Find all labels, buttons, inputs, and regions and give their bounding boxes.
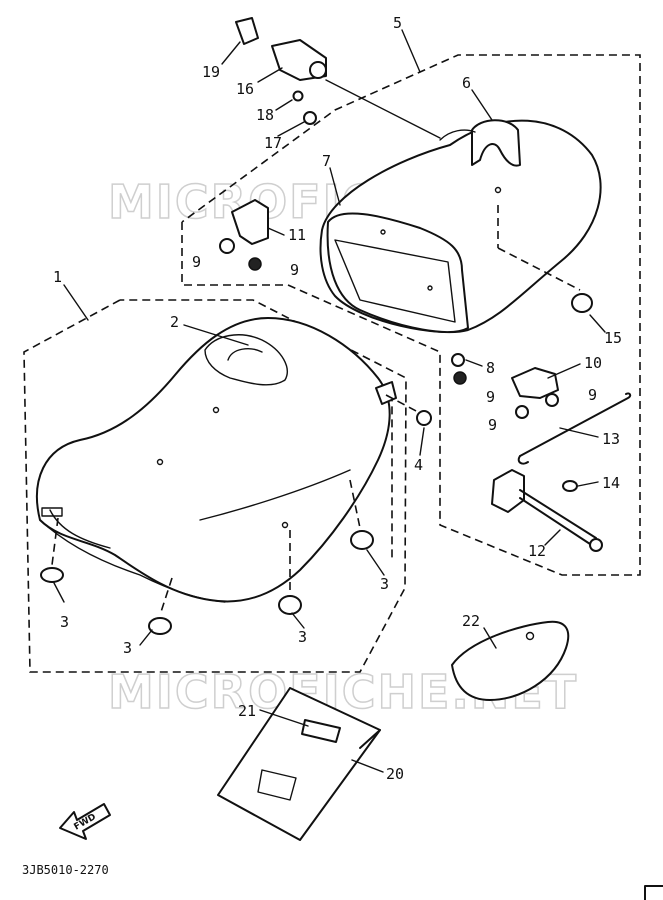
callout-20: 20 [386,765,404,783]
callout-9b: 9 [290,261,299,279]
callout-18: 18 [256,106,274,124]
seat-part-1 [35,317,391,603]
leader-lines [53,29,606,773]
callout-21: 21 [238,702,256,720]
callout-19: 19 [202,63,220,81]
damper-part-3 [40,530,374,635]
callout-10: 10 [584,354,602,372]
seat-hump [204,334,288,386]
seat-hump-inner [227,348,263,361]
damper-guides [51,479,361,616]
callout-14: 14 [602,474,620,492]
lock-cylinder-part-16 [271,39,327,81]
fwd-arrow-icon: FWD [59,803,111,840]
bag-part-22 [451,620,570,701]
callout-16: 16 [236,80,254,98]
seat-stitch [199,469,351,521]
callout-2: 2 [170,313,179,331]
callout-9c: 9 [486,388,495,406]
group-5-boundary [181,54,641,576]
callout-1: 1 [53,268,62,286]
handle-part-6 [471,119,521,167]
callout-9d: 9 [588,386,597,404]
callout-3d: 3 [380,575,389,593]
washer-part-14 [562,480,578,492]
seat-bottom-edge [39,519,226,603]
bolt-part-4 [385,394,432,426]
callout-9a: 9 [192,253,201,271]
washer-part-18 [292,90,304,102]
callout-12: 12 [528,542,546,560]
manual-part-20 [217,687,381,841]
group-1-inner-line [289,339,393,560]
callout-3c: 3 [298,628,307,646]
lock-part-12 [491,469,603,552]
corner-mark [644,885,663,900]
damper-part-15 [571,293,593,313]
seat-side-rib [49,509,111,549]
callout-22: 22 [462,612,480,630]
callout-7: 7 [322,152,331,170]
cap-part-19 [235,17,259,45]
callouts: 1 2 3 3 3 3 4 5 6 7 8 9 9 9 9 9 10 11 12… [53,14,622,783]
callout-4: 4 [414,456,423,474]
callout-13: 13 [602,430,620,448]
callout-6: 6 [462,74,471,92]
callout-5: 5 [393,14,402,32]
label-part-21 [301,719,341,743]
callout-3a: 3 [60,613,69,631]
bracket-part-10 [511,367,559,399]
callout-17: 17 [264,134,282,152]
seat-cover-inner [334,239,456,323]
diagram-code: 3JB5010-2270 [22,863,109,877]
bracket-part-11 [231,199,269,245]
callout-11: 11 [288,226,306,244]
callout-9e: 9 [488,416,497,434]
screw-part-17 [303,111,317,125]
callout-15: 15 [604,329,622,347]
rod-part-13 [519,392,632,457]
seat-cover-part-7 [326,212,469,333]
group-1-boundary [23,299,407,673]
seat-slot [41,507,63,517]
callout-3b: 3 [123,639,132,657]
callout-8: 8 [486,359,495,377]
